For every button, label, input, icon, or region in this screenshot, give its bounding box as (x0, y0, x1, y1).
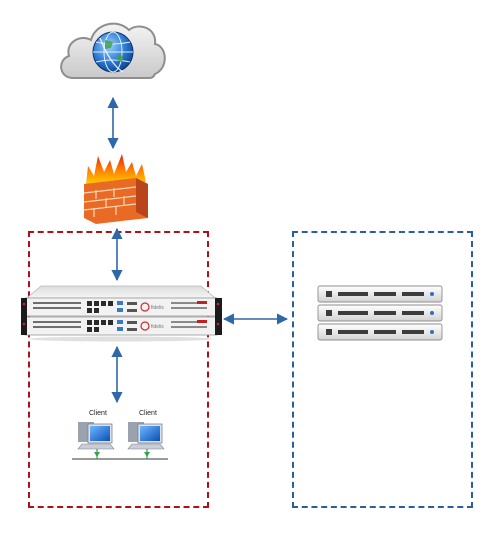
right-server-zone (292, 231, 473, 508)
internet-cloud-icon (55, 12, 170, 87)
client-computer-icon (77, 422, 115, 459)
client-label-2: Client (139, 410, 157, 417)
client-computer-icon (127, 422, 165, 459)
svg-text:fidelis: fidelis (151, 305, 164, 311)
rack-appliance-icon: fidelis fidelis (19, 284, 224, 342)
svg-text:fidelis: fidelis (151, 324, 164, 330)
server-stack-icon (316, 285, 444, 343)
client-network (70, 418, 170, 464)
firewall-icon (80, 152, 152, 224)
client-label-1: Client (89, 410, 107, 417)
